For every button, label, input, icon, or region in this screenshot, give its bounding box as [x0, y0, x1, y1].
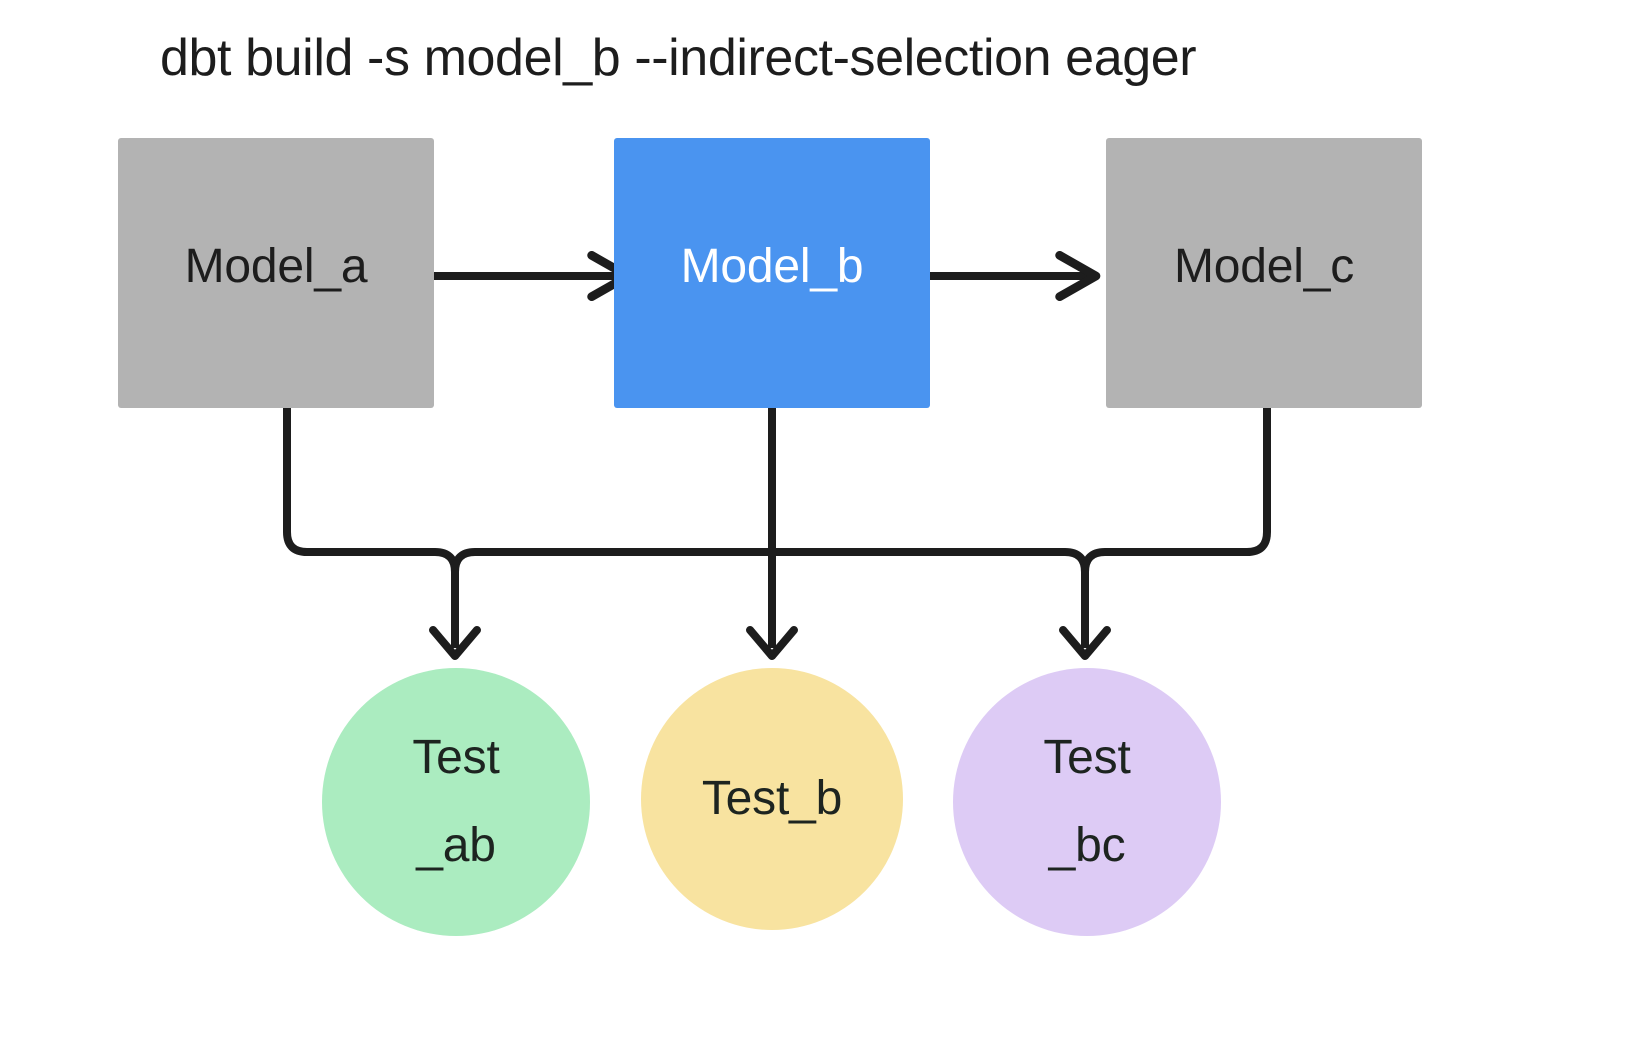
- edge-model-a-to-test-ab: [283, 408, 459, 648]
- node-model-a-label: Model_a: [184, 240, 368, 293]
- edge-model-b-to-test-bc: [772, 548, 1089, 573]
- node-test-b-label: Test_b: [701, 772, 843, 825]
- node-test-ab[interactable]: Test _ab: [322, 668, 590, 936]
- node-model-c-label: Model_c: [1173, 240, 1355, 293]
- node-model-c[interactable]: Model_c: [1106, 138, 1422, 408]
- node-test-b[interactable]: Test_b: [641, 668, 903, 930]
- edge-model-c-to-test-bc: [1081, 408, 1271, 648]
- node-model-b-label: Model_b: [680, 240, 864, 293]
- node-test-bc-label: Test _bc: [1043, 731, 1131, 872]
- edge-model-b-to-test-ab: [451, 548, 772, 573]
- arrowhead-test-ab: [429, 626, 481, 660]
- diagram-title: dbt build -s model_b --indirect-selectio…: [160, 29, 1197, 87]
- node-model-b[interactable]: Model_b: [614, 138, 930, 408]
- arrowhead-test-bc: [1059, 626, 1111, 660]
- node-model-a[interactable]: Model_a: [118, 138, 434, 408]
- node-test-bc[interactable]: Test _bc: [953, 668, 1221, 936]
- node-test-ab-label: Test _ab: [412, 731, 500, 872]
- arrowhead-test-b: [746, 626, 798, 660]
